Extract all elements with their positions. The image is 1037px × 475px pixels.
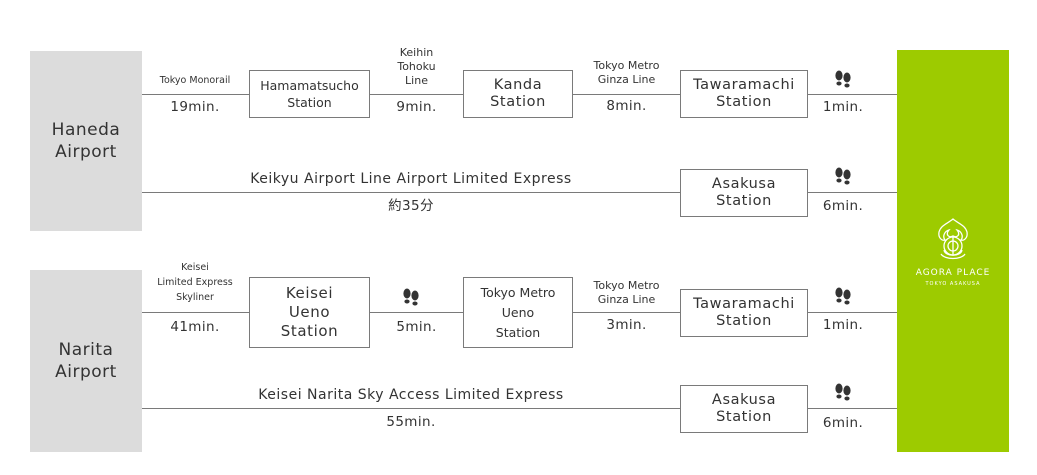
footprints-icon — [403, 288, 419, 306]
footprints-icon — [835, 287, 851, 305]
narita-route2-line — [142, 408, 897, 409]
destination-name: AGORA PLACE — [915, 267, 991, 278]
station-tawaramachi-2: Tawaramachi Station — [680, 289, 808, 337]
narita-route1-leg1-time: 41min. — [170, 319, 220, 335]
haneda-route1-leg2-time: 9min. — [396, 99, 437, 115]
haneda-route1-leg1-line-label: Tokyo Monorail — [159, 75, 231, 86]
station-kanda: Kanda Station — [463, 70, 573, 118]
haneda-route1-leg1-time: 19min. — [170, 99, 220, 115]
destination-subtitle: TOKYO ASAKUSA — [925, 280, 981, 287]
narita-route2-walk-time: 6min. — [822, 415, 864, 431]
origin-haneda-airport: Haneda Airport — [30, 51, 142, 231]
footprints-icon — [835, 167, 851, 185]
narita-route1-leg1-line-label: Keisei Limited Express Skyliner — [157, 262, 233, 303]
haneda-route2-walk-time: 6min. — [822, 198, 864, 214]
station-hamamatsucho: Hamamatsucho Station — [249, 70, 370, 118]
station-tawaramachi-1: Tawaramachi Station — [680, 70, 808, 118]
narita-route1-walk2-time: 1min. — [822, 317, 864, 333]
narita-route1-leg2-time: 3min. — [606, 317, 647, 333]
station-keisei-ueno: Keisei Ueno Station — [249, 277, 370, 348]
narita-route2-time: 55min. — [386, 414, 436, 430]
haneda-route1-leg3-time: 8min. — [606, 98, 647, 114]
origin-narita-airport: Narita Airport — [30, 270, 142, 452]
station-asakusa-2: Asakusa Station — [680, 385, 808, 433]
footprints-icon — [835, 383, 851, 401]
narita-route2-line-label: Keisei Narita Sky Access Limited Express — [258, 387, 564, 403]
station-tokyo-metro-ueno: Tokyo Metro Ueno Station — [463, 277, 573, 348]
narita-route1-walk1-time: 5min. — [396, 319, 437, 335]
haneda-route2-time: 約35分 — [388, 198, 434, 214]
station-asakusa-1: Asakusa Station — [680, 169, 808, 217]
haneda-route1-leg2-line-label: Keihin Tohoku Line — [397, 46, 436, 87]
destination-agora-place: AGORA PLACE TOKYO ASAKUSA — [897, 50, 1009, 452]
haneda-route2-line-label: Keikyu Airport Line Airport Limited Expr… — [250, 171, 572, 187]
agora-logo-icon — [938, 217, 968, 259]
haneda-route1-leg3-line-label: Tokyo Metro Ginza Line — [593, 59, 660, 86]
haneda-route1-walk-time: 1min. — [822, 99, 864, 115]
footprints-icon — [835, 70, 851, 88]
narita-route1-leg2-line-label: Tokyo Metro Ginza Line — [593, 279, 660, 306]
haneda-route2-line — [142, 192, 897, 193]
